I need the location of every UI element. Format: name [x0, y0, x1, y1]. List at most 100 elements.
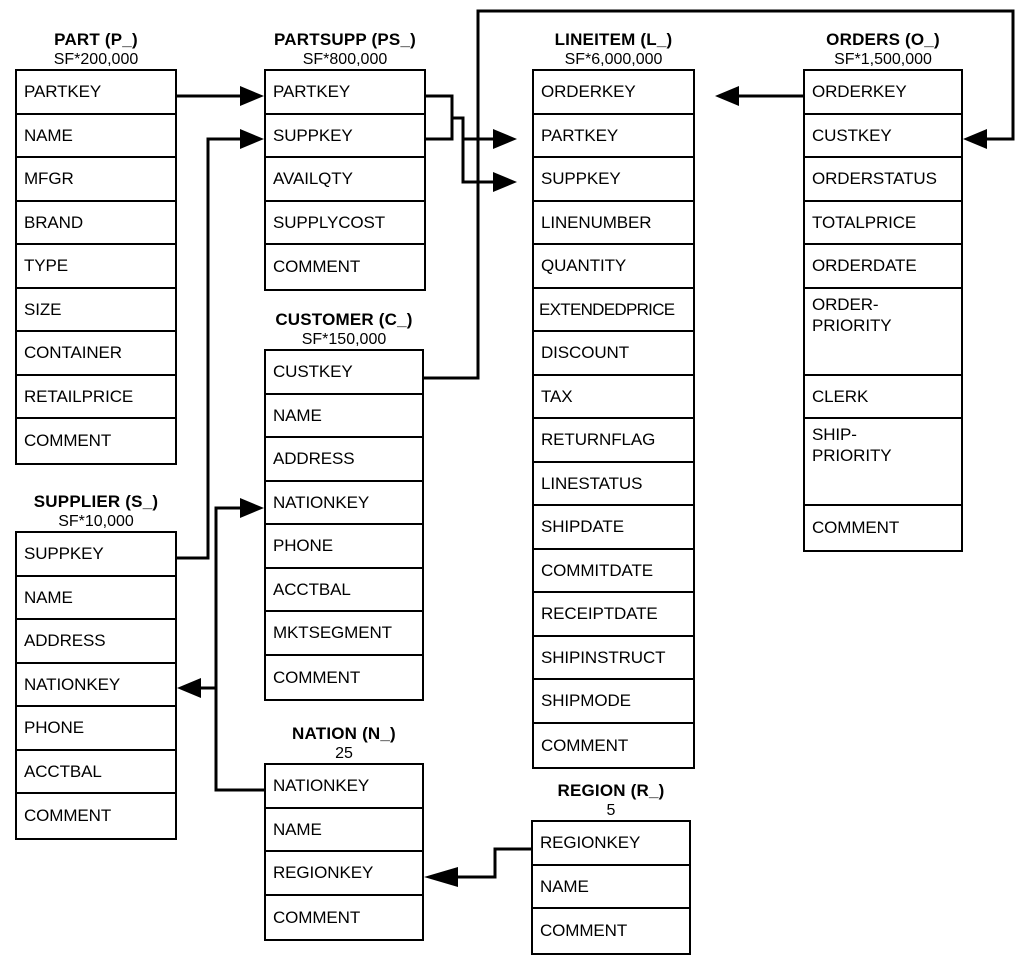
- field-customer-name: NAME: [266, 395, 422, 438]
- field-part-partkey: PARTKEY: [17, 71, 175, 115]
- field-customer-comment: COMMENT: [273, 667, 361, 687]
- field-lineitem-discount: DISCOUNT: [534, 332, 693, 376]
- connector-part-partsupp: [177, 86, 264, 106]
- field-orders-custkey: CUSTKEY: [805, 115, 961, 158]
- field-nation-name: NAME: [266, 809, 422, 852]
- field-lineitem-shipinstruct: SHIPINSTRUCT: [534, 637, 693, 680]
- field-orders-clerk: CLERK: [805, 376, 961, 419]
- connector-partsupp-lineitem: [426, 94, 517, 192]
- field-partsupp-suppkey: SUPPKEY: [266, 115, 424, 158]
- entity-cardinality-lineitem: SF*6,000,000: [564, 51, 663, 68]
- field-partsupp-comment: COMMENT: [273, 257, 361, 277]
- field-orders-ship-priority: SHIP- PRIORITY: [805, 419, 961, 506]
- field-part-mfgr: MFGR: [17, 158, 175, 202]
- entity-title-nation: NATION (N_): [292, 724, 396, 743]
- field-part-retailprice: RETAILPRICE: [17, 376, 175, 419]
- field-lineitem-quantity: QUANTITY: [534, 245, 693, 289]
- field-supplier-comment: COMMENT: [24, 806, 112, 826]
- connector-region-nation: [424, 847, 531, 887]
- connector-supplier-partsupp: [177, 129, 264, 560]
- field-partsupp-partkey: PARTKEY: [266, 71, 424, 115]
- entity-cardinality-supplier: SF*10,000: [58, 513, 134, 530]
- field-part-container: CONTAINER: [17, 332, 175, 376]
- field-customer-mktsegment: MKTSEGMENT: [266, 612, 422, 656]
- field-orders-orderstatus: ORDERSTATUS: [805, 158, 961, 202]
- field-orders-order-priority: ORDER-PRIORITY: [805, 289, 961, 376]
- entity-title-customer: CUSTOMER (C_): [275, 310, 413, 329]
- field-customer-phone: PHONE: [266, 525, 422, 569]
- entity-cardinality-nation: 25: [335, 745, 353, 762]
- field-line: PRIORITY: [812, 446, 892, 465]
- field-partsupp-supplycost: SUPPLYCOST: [266, 202, 424, 245]
- field-customer-custkey: CUSTKEY: [266, 351, 422, 395]
- field-part-brand: BRAND: [17, 202, 175, 245]
- field-part-name: NAME: [17, 115, 175, 158]
- field-lineitem-partkey: PARTKEY: [534, 115, 693, 158]
- field-part-type: TYPE: [17, 245, 175, 289]
- entity-title-supplier: SUPPLIER (S_): [33, 492, 159, 511]
- connector-orders-lineitem: [715, 86, 803, 106]
- field-orders-totalprice: TOTALPRICE: [805, 202, 961, 245]
- field-orders-orderkey: ORDERKEY: [805, 71, 961, 115]
- field-customer-nationkey: NATIONKEY: [266, 482, 422, 525]
- field-part-comment: COMMENT: [24, 431, 112, 451]
- field-lineitem-returnflag: RETURNFLAG: [534, 419, 693, 463]
- field-lineitem-tax: TAX: [534, 376, 693, 419]
- connector-nation-customer-supplier: [177, 498, 264, 792]
- field-orders-orderdate: ORDERDATE: [805, 245, 961, 289]
- field-region-name: NAME: [533, 866, 689, 909]
- entity-title-partsupp: PARTSUPP (PS_): [274, 30, 416, 49]
- field-nation-nationkey: NATIONKEY: [266, 765, 422, 809]
- field-customer-acctbal: ACCTBAL: [266, 569, 422, 612]
- field-lineitem-linenumber: LINENUMBER: [534, 202, 693, 245]
- field-part-size: SIZE: [17, 289, 175, 332]
- entity-cardinality-customer: SF*150,000: [301, 331, 387, 348]
- field-supplier-nationkey: NATIONKEY: [17, 664, 175, 707]
- entity-cardinality-part: SF*200,000: [53, 51, 139, 68]
- field-supplier-acctbal: ACCTBAL: [17, 751, 175, 794]
- field-region-comment: COMMENT: [540, 921, 628, 941]
- field-lineitem-orderkey: ORDERKEY: [534, 71, 693, 115]
- field-supplier-name: NAME: [17, 577, 175, 620]
- field-supplier-suppkey: SUPPKEY: [17, 533, 175, 577]
- field-lineitem-commitdate: COMMITDATE: [534, 550, 693, 593]
- field-nation-comment: COMMENT: [273, 907, 361, 927]
- field-supplier-address: ADDRESS: [17, 620, 175, 664]
- field-lineitem-receiptdate: RECEIPTDATE: [534, 593, 693, 637]
- field-lineitem-linestatus: LINESTATUS: [534, 463, 693, 506]
- field-customer-address: ADDRESS: [266, 438, 422, 482]
- field-region-regionkey: REGIONKEY: [533, 822, 689, 866]
- field-orders-comment: COMMENT: [812, 518, 900, 538]
- entity-title-orders: ORDERS (O_): [826, 30, 940, 49]
- field-line: ORDER-: [812, 294, 879, 314]
- field-supplier-phone: PHONE: [17, 707, 175, 751]
- field-line: SHIP-: [812, 425, 857, 444]
- field-lineitem-suppkey: SUPPKEY: [534, 158, 693, 202]
- entity-title-region: REGION (R_): [557, 781, 665, 800]
- field-nation-regionkey: REGIONKEY: [266, 852, 422, 896]
- entity-title-part: PART (P_): [54, 30, 138, 49]
- field-lineitem-comment: COMMENT: [541, 735, 629, 755]
- field-lineitem-shipdate: SHIPDATE: [534, 506, 693, 550]
- entity-cardinality-orders: SF*1,500,000: [834, 51, 932, 68]
- field-partsupp-availqty: AVAILQTY: [266, 158, 424, 202]
- entity-title-lineitem: LINEITEM (L_): [554, 30, 673, 49]
- entity-cardinality-region: 5: [606, 802, 616, 819]
